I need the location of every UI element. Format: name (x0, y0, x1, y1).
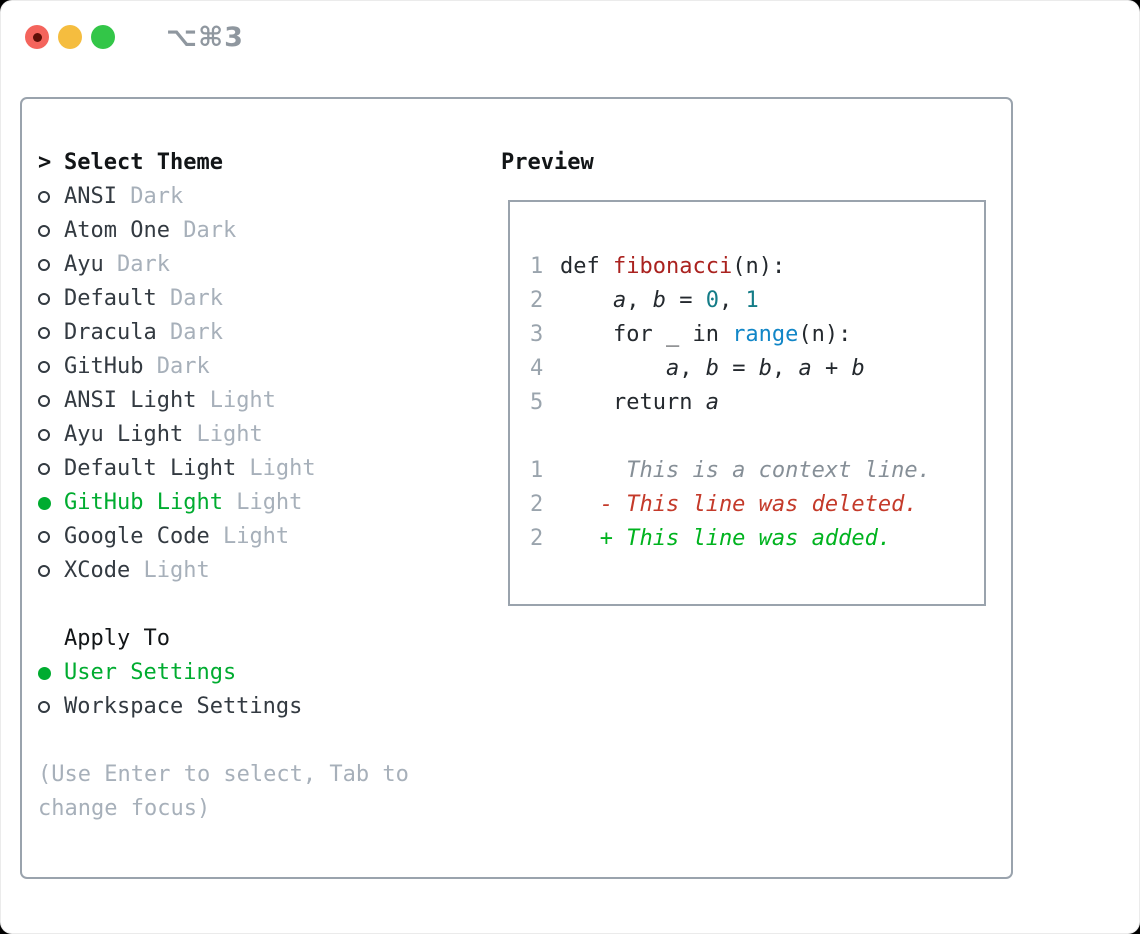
line-number: 2 (530, 288, 544, 313)
code-line: 1 This is a context line. (530, 454, 984, 488)
theme-list-header: > Select Theme (38, 146, 409, 180)
theme-name: XCode (64, 558, 131, 583)
record-dot-icon (32, 32, 42, 42)
theme-name: Google Code (64, 524, 210, 549)
line-number: 2 (530, 492, 544, 517)
line-number: 5 (530, 390, 544, 415)
theme-option-ayu[interactable]: Ayu Dark (38, 248, 409, 282)
code-line: 2 a, b = 0, 1 (530, 284, 984, 318)
apply-option-name: Workspace Settings (64, 694, 303, 719)
theme-option-ansi[interactable]: ANSI Dark (38, 180, 409, 214)
theme-variant-tag: Light (209, 524, 290, 549)
radio-icon (38, 429, 50, 441)
theme-name: GitHub (64, 354, 144, 379)
radio-selected-icon (38, 496, 51, 510)
radio-icon (38, 701, 50, 713)
theme-option-github[interactable]: GitHub Dark (38, 350, 409, 384)
theme-variant-tag: Light (236, 456, 316, 481)
theme-variant-tag: Dark (169, 218, 237, 243)
radio-icon (38, 361, 50, 373)
radio-icon (38, 463, 50, 475)
theme-variant-tag: Dark (143, 354, 210, 379)
traffic-lights (25, 25, 115, 49)
code-line: 1 def fibonacci(n): (530, 250, 984, 284)
apply-to-header: Apply To (38, 622, 409, 656)
window-title: ⌥⌘3 (166, 22, 244, 53)
theme-name: ANSI (64, 184, 117, 209)
close-button[interactable] (25, 25, 49, 49)
code-text: a, b = 0, 1 (612, 288, 759, 313)
apply-option-user-settings[interactable]: User Settings (38, 656, 409, 690)
cursor-arrow-icon: > (38, 150, 52, 175)
theme-option-google-code[interactable]: Google Code Light (38, 520, 409, 554)
radio-icon (38, 531, 50, 543)
hint-line-1: (Use Enter to select, Tab to (38, 762, 409, 787)
code-line: 2 + This line was added. (530, 522, 984, 556)
theme-option-default[interactable]: Default Dark (38, 282, 409, 316)
theme-option-ayu-light[interactable]: Ayu Light Light (38, 418, 409, 452)
code-text: This is a context line. (560, 458, 931, 483)
theme-name: Default Light (64, 456, 237, 481)
theme-variant-tag: Dark (156, 320, 223, 345)
radio-icon (38, 565, 50, 577)
code-line: 2 - This line was deleted. (530, 488, 984, 522)
theme-variant-tag: Light (183, 422, 263, 447)
code-line: 3 for _ in range(n): (530, 318, 984, 352)
hint-line-2: change focus) (38, 796, 211, 821)
radio-icon (38, 259, 50, 271)
zoom-button[interactable] (91, 25, 115, 49)
apply-option-name: User Settings (64, 660, 237, 685)
radio-icon (38, 395, 50, 407)
preview-heading: Preview (501, 150, 594, 175)
theme-option-dracula[interactable]: Dracula Dark (38, 316, 409, 350)
theme-option-atom-one[interactable]: Atom One Dark (38, 214, 409, 248)
theme-variant-tag: Dark (116, 184, 184, 209)
theme-name: Ayu (64, 252, 104, 277)
line-number: 2 (530, 526, 544, 551)
code-line (530, 420, 984, 454)
radio-selected-icon (38, 666, 51, 680)
code-text: - This line was deleted. (560, 492, 918, 517)
theme-name: Default (64, 286, 157, 311)
code-line: 5 return a (530, 386, 984, 420)
apply-option-workspace-settings[interactable]: Workspace Settings (38, 690, 409, 724)
theme-name: Atom One (64, 218, 170, 243)
theme-variant-tag: Light (196, 388, 276, 413)
code-text: return a (560, 390, 719, 415)
code-line: 4 a, b = b, a + b (530, 352, 984, 386)
radio-icon (38, 327, 50, 339)
theme-variant-tag: Dark (156, 286, 223, 311)
line-number: 4 (530, 356, 544, 381)
apply-to-title: Apply To (64, 626, 170, 651)
theme-option-github-light[interactable]: GitHub Light Light (38, 486, 409, 520)
line-number: 1 (530, 458, 544, 483)
theme-variant-tag: Dark (103, 252, 170, 277)
theme-name: ANSI Light (64, 388, 197, 413)
radio-icon (38, 293, 50, 305)
code-text: def fibonacci(n): (560, 254, 786, 279)
code-text: a, b = b, a + b (665, 356, 865, 381)
theme-name: Ayu Light (64, 422, 184, 447)
code-text: for _ in range(n): (560, 322, 852, 347)
code-text: + This line was added. (560, 526, 892, 551)
titlebar: ⌥⌘3 (25, 22, 243, 53)
theme-option-ansi-light[interactable]: ANSI Light Light (38, 384, 409, 418)
theme-variant-tag: Light (222, 490, 303, 515)
minimize-button[interactable] (58, 25, 82, 49)
radio-icon (38, 225, 50, 237)
theme-option-default-light[interactable]: Default Light Light (38, 452, 409, 486)
radio-icon (38, 191, 50, 203)
theme-option-xcode[interactable]: XCode Light (38, 554, 409, 588)
theme-name: Dracula (64, 320, 157, 345)
theme-variant-tag: Light (130, 558, 210, 583)
theme-name: GitHub Light (64, 490, 223, 515)
line-number: 1 (530, 254, 544, 279)
theme-list-title: Select Theme (64, 150, 223, 175)
line-number: 3 (530, 322, 544, 347)
